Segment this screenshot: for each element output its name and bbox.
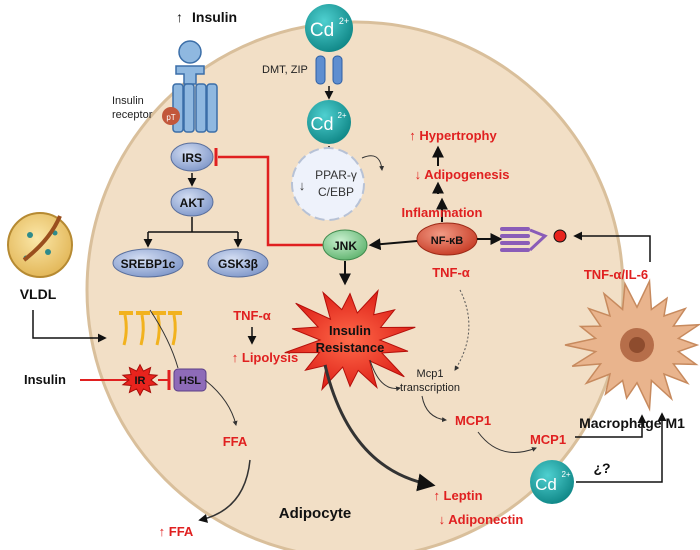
insulin-title: Insulin: [192, 9, 237, 25]
svg-text:Insulin: Insulin: [329, 323, 371, 338]
transporters-label: DMT, ZIP: [262, 64, 308, 76]
vldl-particle-icon: [7, 212, 73, 278]
svg-text:pT: pT: [166, 113, 175, 122]
svg-text:↓: ↓: [299, 178, 306, 193]
mcp1-transcription-line1: Mcp1: [417, 368, 444, 380]
unknown-link-label: ¿?: [593, 460, 610, 476]
lipid-tail: [139, 314, 145, 346]
svg-text:Resistance: Resistance: [316, 340, 385, 355]
mcp1-outer-label: MCP1: [530, 432, 566, 447]
gsk3b-node: GSK3β: [207, 248, 269, 278]
insulin-left-label: Insulin: [24, 372, 66, 387]
adipocyte-label: Adipocyte: [279, 505, 352, 522]
hypertrophy-label: ↑ Hypertrophy: [409, 128, 497, 143]
svg-text:2+: 2+: [337, 111, 346, 120]
insulin-receptor-label-1: Insulin: [112, 95, 144, 107]
svg-text:C/EBP: C/EBP: [318, 185, 354, 199]
mcp1-inner-label: MCP1: [455, 413, 491, 428]
insulin-receptor-icon: pT: [162, 40, 218, 133]
insulin-receptor-label-2: receptor: [112, 109, 153, 121]
tnfa-il6-label: TNF-α/IL-6: [584, 267, 648, 282]
svg-text:HSL: HSL: [179, 375, 201, 387]
svg-text:AKT: AKT: [180, 196, 205, 210]
adipocyte-cell: [85, 20, 625, 550]
hsl-node: HSL: [173, 368, 207, 392]
svg-text:SREBP1c: SREBP1c: [121, 257, 176, 271]
svg-text:GSK3β: GSK3β: [218, 257, 258, 271]
lipid-head: [152, 311, 166, 315]
svg-text:IR: IR: [135, 375, 146, 387]
svg-text:Cd: Cd: [310, 114, 333, 134]
macrophage-icon: [564, 278, 700, 412]
svg-text:JNK: JNK: [333, 239, 357, 253]
leptin-label: ↑ Leptin: [433, 488, 482, 503]
svg-text:2+: 2+: [561, 470, 570, 479]
svg-text:2+: 2+: [339, 16, 349, 26]
nfkb-node: NF-κB: [416, 222, 478, 256]
cd-ion-inner: Cd 2+: [307, 100, 351, 144]
lipid-tail: [171, 314, 177, 346]
jnk-inhibits-irs-line: [218, 155, 328, 247]
svg-text:Cd: Cd: [535, 475, 557, 494]
ppar-cebp-nucleus: PPAR-γ C/EBP ↓: [291, 147, 365, 221]
adipogenesis-label: ↓ Adipogenesis: [415, 167, 510, 182]
svg-text:NF-κB: NF-κB: [431, 235, 463, 247]
lipid-head: [119, 311, 133, 315]
cytokine-receptor-icon: [477, 227, 567, 252]
lipid-head: [168, 311, 182, 315]
transporter-channel: [315, 55, 343, 85]
svg-text:Cd: Cd: [310, 20, 334, 41]
tnfa-label: TNF-α: [432, 265, 470, 280]
lipid-bilayer-icon: [119, 311, 182, 346]
lipid-tail: [155, 314, 161, 346]
insulin-resistance-burst: Insulin Resistance: [284, 289, 416, 391]
ffa-up-label: ↑ FFA: [159, 524, 194, 539]
insulin-up-arrow: ↑: [176, 9, 183, 25]
srebp1c-node: SREBP1c: [112, 248, 184, 278]
irs-node: IRS: [170, 142, 214, 172]
cd-ion-macrophage: Cd 2+: [530, 460, 574, 504]
lipid-head: [136, 311, 150, 315]
ir-burst: IR: [121, 363, 159, 397]
tnfa-left-label: TNF-α: [233, 308, 271, 323]
adiponectin-label: ↓ Adiponectin: [439, 512, 524, 527]
lipid-tail: [122, 314, 128, 346]
macrophage-label: Macrophage M1: [579, 415, 685, 431]
svg-text:IRS: IRS: [182, 151, 202, 165]
lipolysis-label: ↑ Lipolysis: [232, 350, 298, 365]
inflammation-label: Inflammation: [402, 205, 483, 220]
ffa-label: FFA: [223, 434, 248, 449]
akt-node: AKT: [170, 187, 214, 217]
svg-text:PPAR-γ: PPAR-γ: [315, 168, 357, 182]
vldl-label: VLDL: [20, 286, 57, 302]
jnk-node: JNK: [322, 229, 368, 261]
mcp1-transcription-line2: transcription: [400, 382, 460, 394]
cd-ion-top: Cd 2+: [305, 4, 353, 52]
